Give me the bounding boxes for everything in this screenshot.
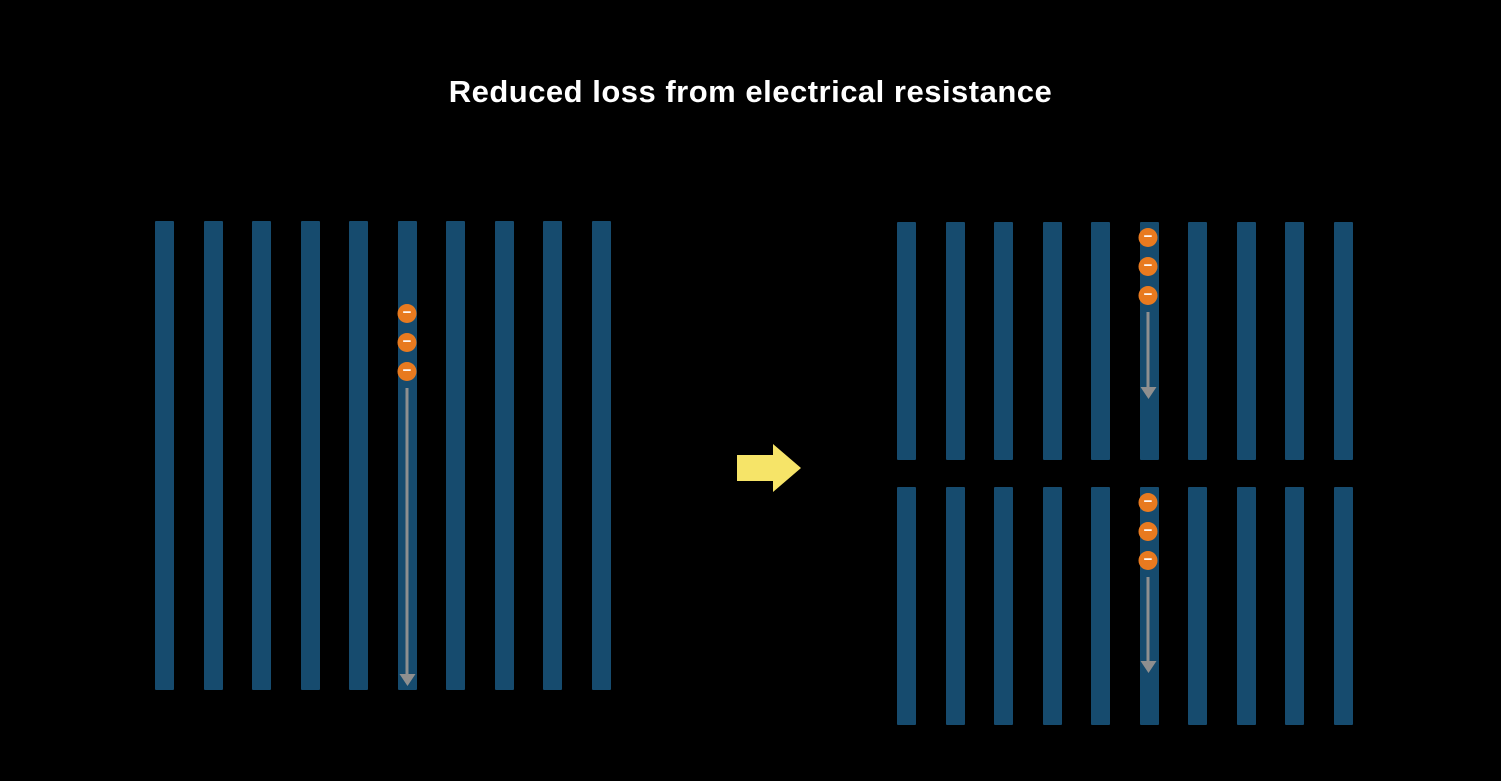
electrode-bars-right-bottom <box>897 487 1353 725</box>
electrode-bar <box>897 487 916 725</box>
electrode-bar <box>1091 487 1111 725</box>
electron-icon: − <box>397 304 417 323</box>
electrode-bar <box>1285 222 1305 460</box>
electron-column-right-bottom: − − − <box>1138 493 1158 570</box>
right-arrow-icon <box>737 444 801 492</box>
electrode-bar <box>252 221 272 690</box>
electrode-bar <box>945 487 965 725</box>
electrode-bar <box>1333 222 1353 460</box>
electrode-bar <box>994 222 1014 460</box>
electrode-bars-right-top <box>897 222 1353 460</box>
electrode-bar <box>1333 487 1353 725</box>
electron-icon: − <box>397 333 417 352</box>
electron-column-left: − − − <box>397 304 417 381</box>
electrode-bar <box>446 221 466 690</box>
electrode-bar <box>203 221 223 690</box>
electrode-bar <box>945 222 965 460</box>
electron-icon: − <box>1138 522 1158 541</box>
electrode-bar <box>1236 222 1256 460</box>
page-title: Reduced loss from electrical resistance <box>448 74 1053 109</box>
electron-icon: − <box>1138 493 1158 512</box>
electrode-bar <box>1091 222 1111 460</box>
electron-icon: − <box>1138 286 1158 305</box>
electrode-bar <box>494 221 514 690</box>
electrode-bar <box>1188 222 1208 460</box>
electron-column-right-top: − − − <box>1138 228 1158 305</box>
electrode-bar <box>543 221 563 690</box>
down-arrow-icon <box>1146 312 1150 387</box>
electrode-bar <box>1285 487 1305 725</box>
electron-icon: − <box>1138 228 1158 247</box>
electrode-bar <box>897 222 916 460</box>
electrode-bar <box>994 487 1014 725</box>
down-arrow-icon <box>405 388 409 674</box>
electrode-bar <box>1042 222 1062 460</box>
electrode-bar <box>349 221 369 690</box>
electrode-bar <box>591 221 611 690</box>
electron-icon: − <box>397 362 417 381</box>
electrode-bars-left <box>155 221 611 690</box>
electrode-bar <box>1236 487 1256 725</box>
electrode-bar <box>155 221 174 690</box>
electrode-bar <box>300 221 320 690</box>
down-arrow-icon <box>1146 577 1150 661</box>
electron-icon: − <box>1138 551 1158 570</box>
electrode-bar <box>1188 487 1208 725</box>
electron-icon: − <box>1138 257 1158 276</box>
electrode-bar <box>1042 487 1062 725</box>
